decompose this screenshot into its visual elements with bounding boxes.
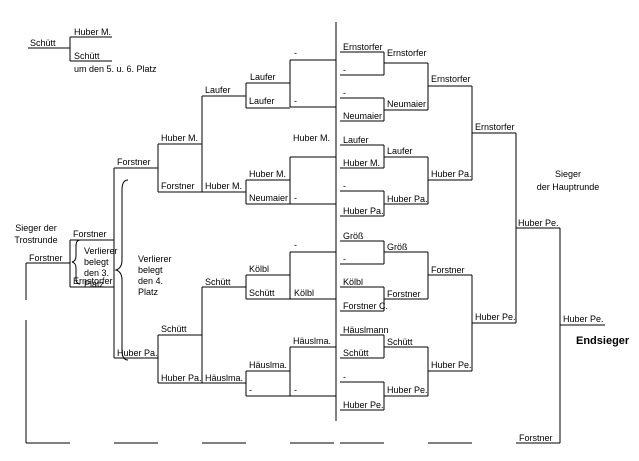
loser-l2-name: Huber M. bbox=[249, 169, 286, 179]
main-a-name: Häuslmann bbox=[343, 325, 389, 335]
loser-l4-name: Huber M. bbox=[161, 133, 198, 143]
loser-l4-name: Schütt bbox=[161, 324, 187, 334]
loser-l1-name: - bbox=[294, 193, 297, 203]
main-a-name: Huber Pe. bbox=[343, 400, 384, 410]
loser-4-note: belegt bbox=[138, 265, 163, 275]
loser-l1-name: - bbox=[294, 385, 297, 395]
main-a-name: - bbox=[343, 181, 346, 191]
loser-l5-name: Forstner bbox=[117, 157, 151, 167]
main-a-name: - bbox=[343, 88, 346, 98]
main-c-name: Forstner bbox=[431, 265, 465, 275]
loser-l1-name: Huber M. bbox=[293, 133, 330, 143]
loser-3-note: den 3. bbox=[84, 268, 109, 278]
loser-l2-name: - bbox=[249, 385, 252, 395]
main-a-name: Laufer bbox=[343, 135, 369, 145]
loser-l6-name: Ernstorfer bbox=[73, 276, 113, 286]
main-a-name: Ernstorfer bbox=[343, 42, 383, 52]
loser-l3-name: Häuslma. bbox=[205, 373, 243, 383]
main-b-name: Forstner bbox=[387, 289, 421, 299]
placement-caption: um den 5. u. 6. Platz bbox=[74, 64, 157, 74]
loser-l1-name: - bbox=[294, 96, 297, 106]
main-a-name: Größ bbox=[343, 231, 364, 241]
brace-4th-place bbox=[114, 179, 129, 361]
loser-4-note: Platz bbox=[138, 287, 159, 297]
loser-l1-name: Kölbl bbox=[249, 264, 269, 274]
main-winner-label: der Hauptrunde bbox=[537, 182, 600, 192]
main-a-name: Forstner C. bbox=[343, 301, 388, 311]
loser-l3-name: Laufer bbox=[205, 85, 231, 95]
main-b-name: Huber Pe. bbox=[387, 385, 428, 395]
loser-l6-name: Forstner bbox=[73, 229, 107, 239]
repechage-winner-name: Forstner bbox=[29, 253, 63, 263]
main-c-name: Huber Pe. bbox=[431, 360, 472, 370]
brace-3rd-place bbox=[71, 239, 81, 285]
loser-l3-name: Huber M. bbox=[205, 181, 242, 191]
loser-l4-name: Huber Pa. bbox=[161, 373, 202, 383]
loser-l2-name: Schütt bbox=[249, 288, 275, 298]
main-b-name: Schütt bbox=[387, 337, 413, 347]
main-a-name: - bbox=[343, 372, 346, 382]
main-a-name: Schütt bbox=[343, 348, 369, 358]
placement-bottom-name: Schütt bbox=[74, 51, 100, 61]
main-a-name: - bbox=[343, 254, 346, 264]
main-a-name: Kölbl bbox=[343, 277, 363, 287]
loser-l4-name: Forstner bbox=[161, 181, 195, 191]
placement-top-name: Huber M. bbox=[74, 27, 111, 37]
loser-l2-name: Häuslma. bbox=[249, 360, 287, 370]
main-d-name: Ernstorfer bbox=[475, 122, 515, 132]
loser-l2-name: Laufer bbox=[249, 96, 275, 106]
loser-4-note: Verlierer bbox=[138, 254, 172, 264]
loser-l1-name: Laufer bbox=[250, 72, 276, 82]
main-a-name: - bbox=[343, 65, 346, 75]
main-winner-label: Sieger bbox=[555, 169, 581, 179]
final-winner-name: Huber Pe. bbox=[563, 314, 604, 324]
loser-l1-name: - bbox=[294, 240, 297, 250]
loser-4-note: den 4. bbox=[138, 276, 163, 286]
loser-3-note: Verlierer bbox=[84, 246, 118, 256]
winner-label: Endsieger bbox=[576, 335, 630, 347]
repechage-label: Sieger der bbox=[15, 223, 57, 233]
loser-l5-name: Huber Pa. bbox=[117, 348, 158, 358]
loser-3-note: belegt bbox=[84, 257, 109, 267]
main-d-name: Huber Pe. bbox=[475, 312, 516, 322]
loser-l1-name: Häuslma. bbox=[293, 336, 331, 346]
loser-3-note: Platz bbox=[84, 279, 105, 289]
main-a-name: Huber M. bbox=[343, 158, 380, 168]
main-b-name: Huber Pa. bbox=[387, 194, 428, 204]
main-b-name: Größ bbox=[387, 242, 408, 252]
main-e-name: Huber Pe. bbox=[518, 218, 559, 228]
repechage-label: Trostrunde bbox=[14, 235, 57, 245]
loser-l1-name: Kölbl bbox=[294, 288, 314, 298]
final-bottom-name: Forstner bbox=[519, 433, 553, 443]
loser-l3-name: Schütt bbox=[205, 277, 231, 287]
main-b-name: Laufer bbox=[387, 146, 413, 156]
main-b-name: Neumaier bbox=[387, 99, 426, 109]
loser-l1-name: - bbox=[294, 48, 297, 58]
main-a-name: Huber Pa. bbox=[343, 206, 384, 216]
main-c-name: Huber Pa. bbox=[431, 169, 472, 179]
loser-l1-name: Neumaier bbox=[249, 193, 288, 203]
main-a-name: Neumaier bbox=[343, 111, 382, 121]
placement-left-name: Schütt bbox=[30, 38, 56, 48]
main-c-name: Ernstorfer bbox=[431, 74, 471, 84]
main-b-name: Ernstorfer bbox=[387, 48, 427, 58]
